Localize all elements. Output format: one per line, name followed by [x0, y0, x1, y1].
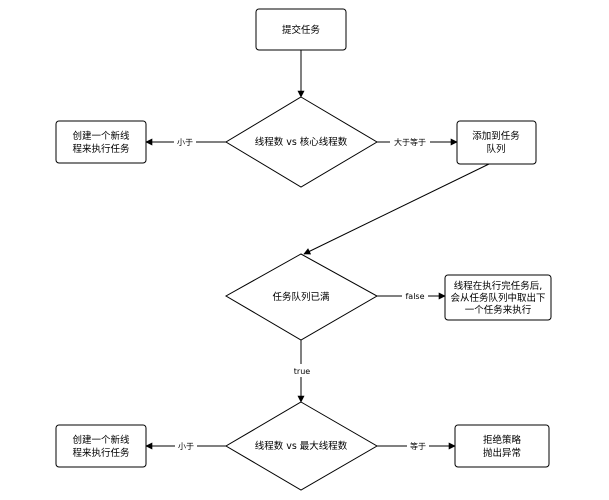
label-create2-line2: 程来执行任务 — [72, 447, 130, 459]
node-decision3 — [225, 401, 378, 491]
label-queue-take-line3: 一个任务来执行 — [465, 304, 532, 316]
edge-label-true: true — [294, 367, 310, 376]
edge-label-ge1: 大于等于 — [394, 137, 426, 147]
edge-label-eq: 等于 — [410, 441, 426, 451]
node-create2 — [55, 424, 147, 468]
node-submit — [255, 8, 347, 51]
edge-queue-add-to-decision2 — [303, 163, 490, 255]
label-reject-line1: 拒绝策略 — [483, 434, 522, 446]
label-submit: 提交任务 — [282, 24, 321, 36]
node-decision1 — [225, 96, 378, 188]
node-queue-add — [456, 120, 537, 165]
node-create1 — [55, 120, 147, 164]
edge-label-false: false — [405, 292, 424, 301]
label-create1-line2: 程来执行任务 — [72, 143, 130, 155]
label-queue-take-line2: 会从任务队列中取出下 — [450, 292, 545, 304]
node-queue-take — [444, 274, 552, 321]
node-decision2 — [224, 253, 379, 341]
label-queue-take-line1: 线程在执行完任务后, — [454, 280, 543, 292]
label-decision1: 线程数 vs 核心线程数 — [255, 136, 348, 148]
nodes — [55, 8, 552, 491]
label-decision3: 线程数 vs 最大线程数 — [255, 440, 348, 452]
edge-label-lt2: 小于 — [178, 442, 194, 451]
node-reject — [454, 424, 550, 468]
node-labels: 提交任务 线程数 vs 核心线程数 创建一个新线 程来执行任务 添加到任务 队列… — [72, 24, 545, 459]
label-queue-add-line1: 添加到任务 — [472, 130, 520, 142]
label-create2-line1: 创建一个新线 — [72, 434, 130, 446]
label-create1-line1: 创建一个新线 — [72, 130, 130, 142]
label-reject-line2: 抛出异常 — [483, 447, 521, 459]
edge-label-lt1: 小于 — [177, 138, 193, 147]
edge-labels: 小于 大于等于 false true 小于 等于 — [174, 135, 430, 452]
label-decision2: 任务队列已满 — [272, 291, 330, 303]
label-queue-add-line2: 队列 — [486, 143, 505, 155]
